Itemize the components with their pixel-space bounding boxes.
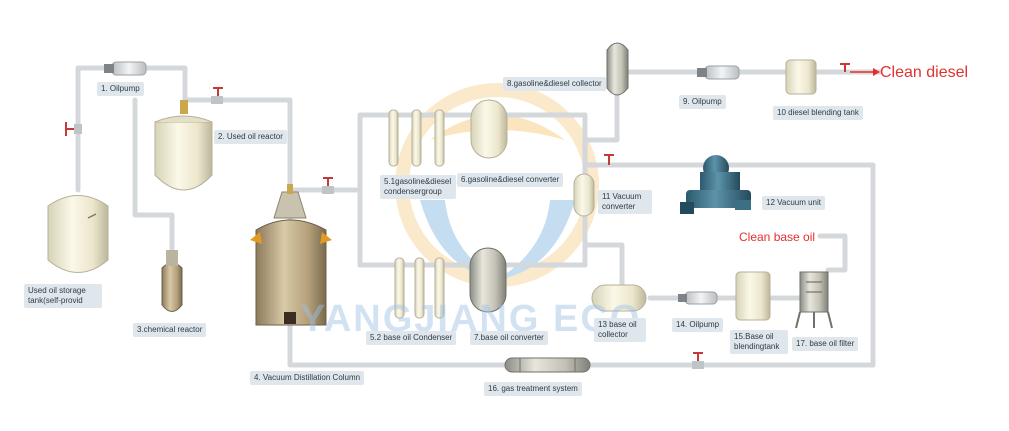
- label-oilpump-14: 14. Oilpump: [672, 318, 724, 332]
- gasoline-diesel-converter: [470, 99, 508, 159]
- label-diesel-blending: 10 diesel blending tank: [773, 106, 863, 120]
- vacuum-distillation-column: [250, 184, 332, 326]
- used-oil-reactor: [154, 100, 213, 191]
- label-oilpump-9: 9. Oilpump: [679, 95, 726, 109]
- vacuum-unit: [680, 155, 751, 214]
- diesel-blending-tank: [785, 59, 817, 95]
- label-used-oil-storage: Used oil storage tank(self-provid: [24, 284, 102, 308]
- label-vacuum-column: 4. Vacuum Distillation Column: [250, 371, 365, 385]
- label-gd-collector: 8.gasoline&diesel collector: [503, 77, 606, 91]
- chemical-reactor: [161, 250, 183, 312]
- output-clean-diesel: Clean diesel: [880, 64, 969, 81]
- base-oil-collector: [591, 284, 647, 312]
- label-used-oil-reactor: 2. Used oil reactor: [214, 130, 287, 144]
- label-base-converter: 7.base oil converter: [470, 331, 548, 345]
- label-gd-converter: 6.gasoline&diesel converter: [457, 173, 564, 187]
- label-vacuum-converter: 11 Vacuum converter: [598, 190, 652, 214]
- output-clean-base-oil: Clean base oil: [739, 230, 816, 244]
- label-chemical-reactor: 3.chemical reactor: [133, 323, 207, 337]
- label-base-blending: 15.Base oil blendingtank: [730, 330, 788, 354]
- label-gd-condenser: 5.1gasoline&diesel condensergroup: [380, 175, 456, 199]
- base-oil-condenser: [394, 257, 445, 319]
- label-base-condenser: 5.2 base oil Condenser: [366, 331, 457, 345]
- oilpump-1: [104, 61, 147, 76]
- base-oil-filter: [795, 271, 833, 329]
- label-base-collector: 13 base oil collector: [594, 318, 646, 342]
- clean-diesel-arrow: [850, 68, 880, 76]
- label-base-filter: 17. base oil filter: [792, 337, 859, 351]
- vacuum-converter: [573, 173, 595, 217]
- base-oil-blending-tank: [735, 271, 771, 321]
- oilpump-9: [697, 65, 740, 80]
- label-vacuum-unit: 12 Vacuum unit: [762, 196, 825, 210]
- label-oilpump-1: 1. Oilpump: [97, 82, 144, 96]
- used-oil-storage-tank: [47, 195, 109, 273]
- watermark-text: YANGJIANG ECO: [300, 298, 642, 340]
- valves: [65, 63, 850, 369]
- base-oil-converter: [469, 247, 507, 313]
- gasoline-diesel-collector: [606, 42, 629, 96]
- gas-treatment-system: [504, 357, 591, 373]
- label-gas-treatment: 16. gas treatment system: [484, 382, 582, 396]
- oilpump-14: [678, 291, 718, 305]
- gasoline-diesel-condenser-group: [388, 109, 445, 167]
